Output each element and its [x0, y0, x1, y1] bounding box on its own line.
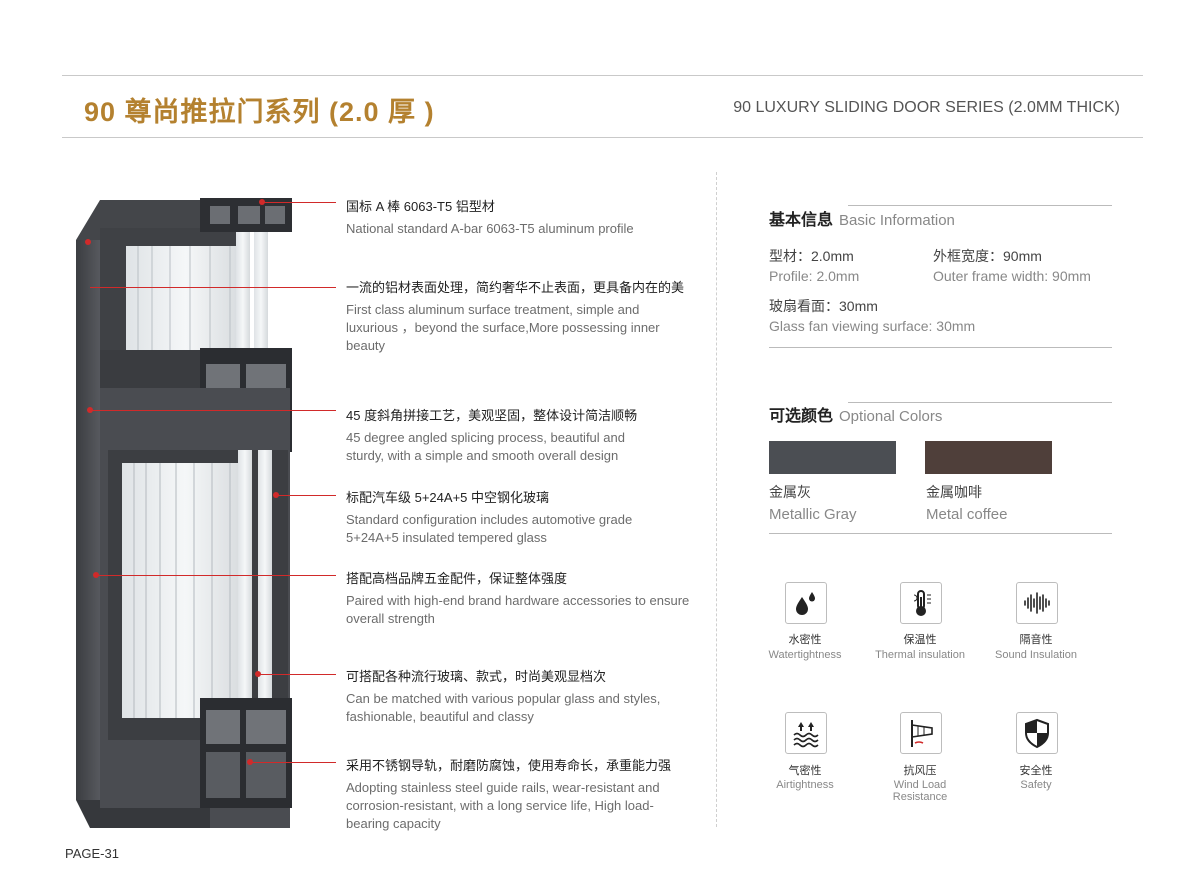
spec-outer-frame: 外框宽度：90mm Outer frame width: 90mm: [933, 248, 1091, 284]
property-label-cn: 保温性: [903, 634, 937, 646]
property-label-cn: 安全性: [1019, 765, 1053, 777]
basic-info-heading-en: Basic Information: [839, 212, 955, 229]
property-label-en: Sound Insulation: [995, 649, 1077, 661]
page-title: 90 尊尚推拉门系列 (2.0 厚 ): [84, 97, 435, 127]
feature-item: 一流的铝材表面处理，简约奢华不止表面，更具备内在的美 First class a…: [346, 277, 706, 355]
feature-description: Standard configuration includes automoti…: [346, 512, 633, 545]
feature-description: Adopting stainless steel guide rails, we…: [346, 780, 660, 831]
property-label-en: Wind Load Resistance: [892, 779, 948, 803]
leader-line: [252, 762, 336, 763]
color-label-cn: 金属灰: [769, 484, 811, 500]
spec-profile: 型材：2.0mm Profile: 2.0mm: [769, 248, 860, 284]
feature-title: 标配汽车级 5+24A+5 中空钢化玻璃: [346, 490, 549, 505]
colors-heading-en: Optional Colors: [839, 408, 943, 425]
property-label-cn: 气密性: [788, 765, 822, 777]
door-section-illustration: [76, 198, 292, 828]
water-drops-icon: [785, 582, 827, 624]
property-label-cn: 水密性: [788, 634, 822, 646]
sound-wave-icon: [1016, 582, 1058, 624]
leader-line: [264, 202, 336, 203]
feature-item: 可搭配各种流行玻璃、款式，时尚美观显档次 Can be matched with…: [346, 666, 706, 726]
colors-heading-cn: 可选颜色: [769, 408, 834, 425]
section-rule: [769, 347, 1112, 348]
color-label-en: Metal coffee: [926, 506, 1008, 523]
property-label-cn: 隔音性: [1019, 634, 1053, 646]
property-label-en: Watertightness: [768, 649, 842, 661]
spec-glass-fan: 玻扇看面：30mm Glass fan viewing surface: 30m…: [769, 298, 976, 334]
feature-description: Can be matched with various popular glas…: [346, 691, 661, 724]
thermometer-icon: [900, 582, 942, 624]
feature-title: 一流的铝材表面处理，简约奢华不止表面，更具备内在的美: [346, 280, 685, 295]
basic-info-heading-cn: 基本信息: [769, 212, 834, 229]
feature-item: 国标 A 棒 6063-T5 铝型材 National standard A-b…: [346, 196, 706, 238]
feature-description: First class aluminum surface treatment, …: [346, 302, 660, 353]
colors-heading: 可选颜色 Optional Colors: [769, 402, 942, 426]
feature-title: 搭配高档品牌五金配件，保证整体强度: [346, 571, 568, 586]
feature-title: 45 度斜角拼接工艺，美观坚固，整体设计简洁顺畅: [346, 408, 638, 423]
feature-item: 标配汽车级 5+24A+5 中空钢化玻璃 Standard configurat…: [346, 487, 706, 547]
header-bottom-rule: [62, 137, 1143, 138]
header-top-rule: [62, 75, 1143, 76]
feature-title: 采用不锈钢导轨，耐磨防腐蚀，使用寿命长，承重能力强: [346, 758, 672, 773]
color-swatch-gray: [769, 441, 896, 474]
air-waves-icon: [785, 712, 827, 754]
basic-info-heading: 基本信息 Basic Information: [769, 206, 955, 230]
windsock-icon: [900, 712, 942, 754]
property-label-en: Safety: [1020, 779, 1052, 791]
page-subtitle: 90 LUXURY SLIDING DOOR SERIES (2.0MM THI…: [733, 99, 1120, 116]
leader-line: [92, 410, 336, 411]
feature-title: 国标 A 棒 6063-T5 铝型材: [346, 199, 495, 214]
page-number: PAGE-31: [65, 846, 119, 861]
feature-title: 可搭配各种流行玻璃、款式，时尚美观显档次: [346, 669, 607, 684]
feature-item: 45 度斜角拼接工艺，美观坚固，整体设计简洁顺畅 45 degree angle…: [346, 405, 706, 465]
feature-item: 搭配高档品牌五金配件，保证整体强度 Paired with high-end b…: [346, 568, 706, 628]
shield-icon: [1016, 712, 1058, 754]
section-rule: [848, 402, 1112, 403]
section-rule: [848, 205, 1112, 206]
feature-description: 45 degree angled splicing process, beaut…: [346, 430, 625, 463]
leader-line: [278, 495, 336, 496]
color-label-cn: 金属咖啡: [926, 484, 982, 500]
property-label-en: Airtightness: [776, 779, 834, 791]
color-label-en: Metallic Gray: [769, 506, 857, 523]
leader-line: [90, 287, 336, 288]
section-rule: [769, 533, 1112, 534]
leader-line: [260, 674, 336, 675]
property-label-cn: 抗风压: [903, 765, 937, 777]
leader-line: [98, 575, 336, 576]
feature-description: National standard A-bar 6063-T5 aluminum…: [346, 221, 634, 236]
column-divider: [716, 172, 717, 827]
feature-description: Paired with high-end brand hardware acce…: [346, 593, 690, 626]
feature-item: 采用不锈钢导轨，耐磨防腐蚀，使用寿命长，承重能力强 Adopting stain…: [346, 755, 706, 833]
color-swatch-coffee: [925, 441, 1052, 474]
property-label-en: Thermal insulation: [875, 649, 965, 661]
